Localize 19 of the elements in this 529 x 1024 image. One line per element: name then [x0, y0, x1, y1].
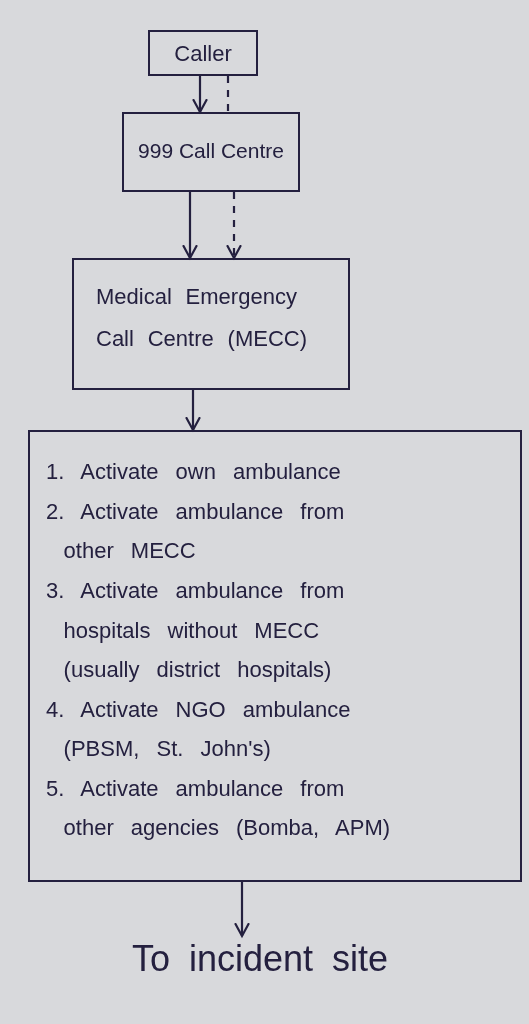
box-text: 999 Call Centre	[137, 138, 285, 164]
process-box	[72, 258, 350, 390]
destination-text: To incident site	[70, 936, 450, 981]
list-item: 2. Activate ambulance from other MECC	[46, 498, 346, 566]
box-text: Caller	[173, 40, 233, 68]
arrow	[234, 882, 250, 938]
box-text: Medical Emergency Call Centre (MECC)	[96, 283, 308, 353]
list-item: 3. Activate ambulance from hospitals without MECC (usually district hospitals)	[46, 577, 346, 684]
arrow	[192, 76, 208, 114]
arrow	[182, 192, 198, 260]
process-box	[28, 430, 522, 882]
list-item: 5. Activate ambulance from other agencies (Bomba, APM)	[46, 775, 392, 843]
list-item: 1. Activate own ambulance	[46, 458, 342, 486]
dashed-arrow	[226, 192, 242, 260]
dashed-line	[226, 76, 230, 112]
process-box	[148, 30, 258, 76]
process-box	[122, 112, 300, 192]
list-item: 4. Activate NGO ambulance (PBSM, St. John's)	[46, 695, 352, 764]
arrow	[185, 390, 201, 432]
